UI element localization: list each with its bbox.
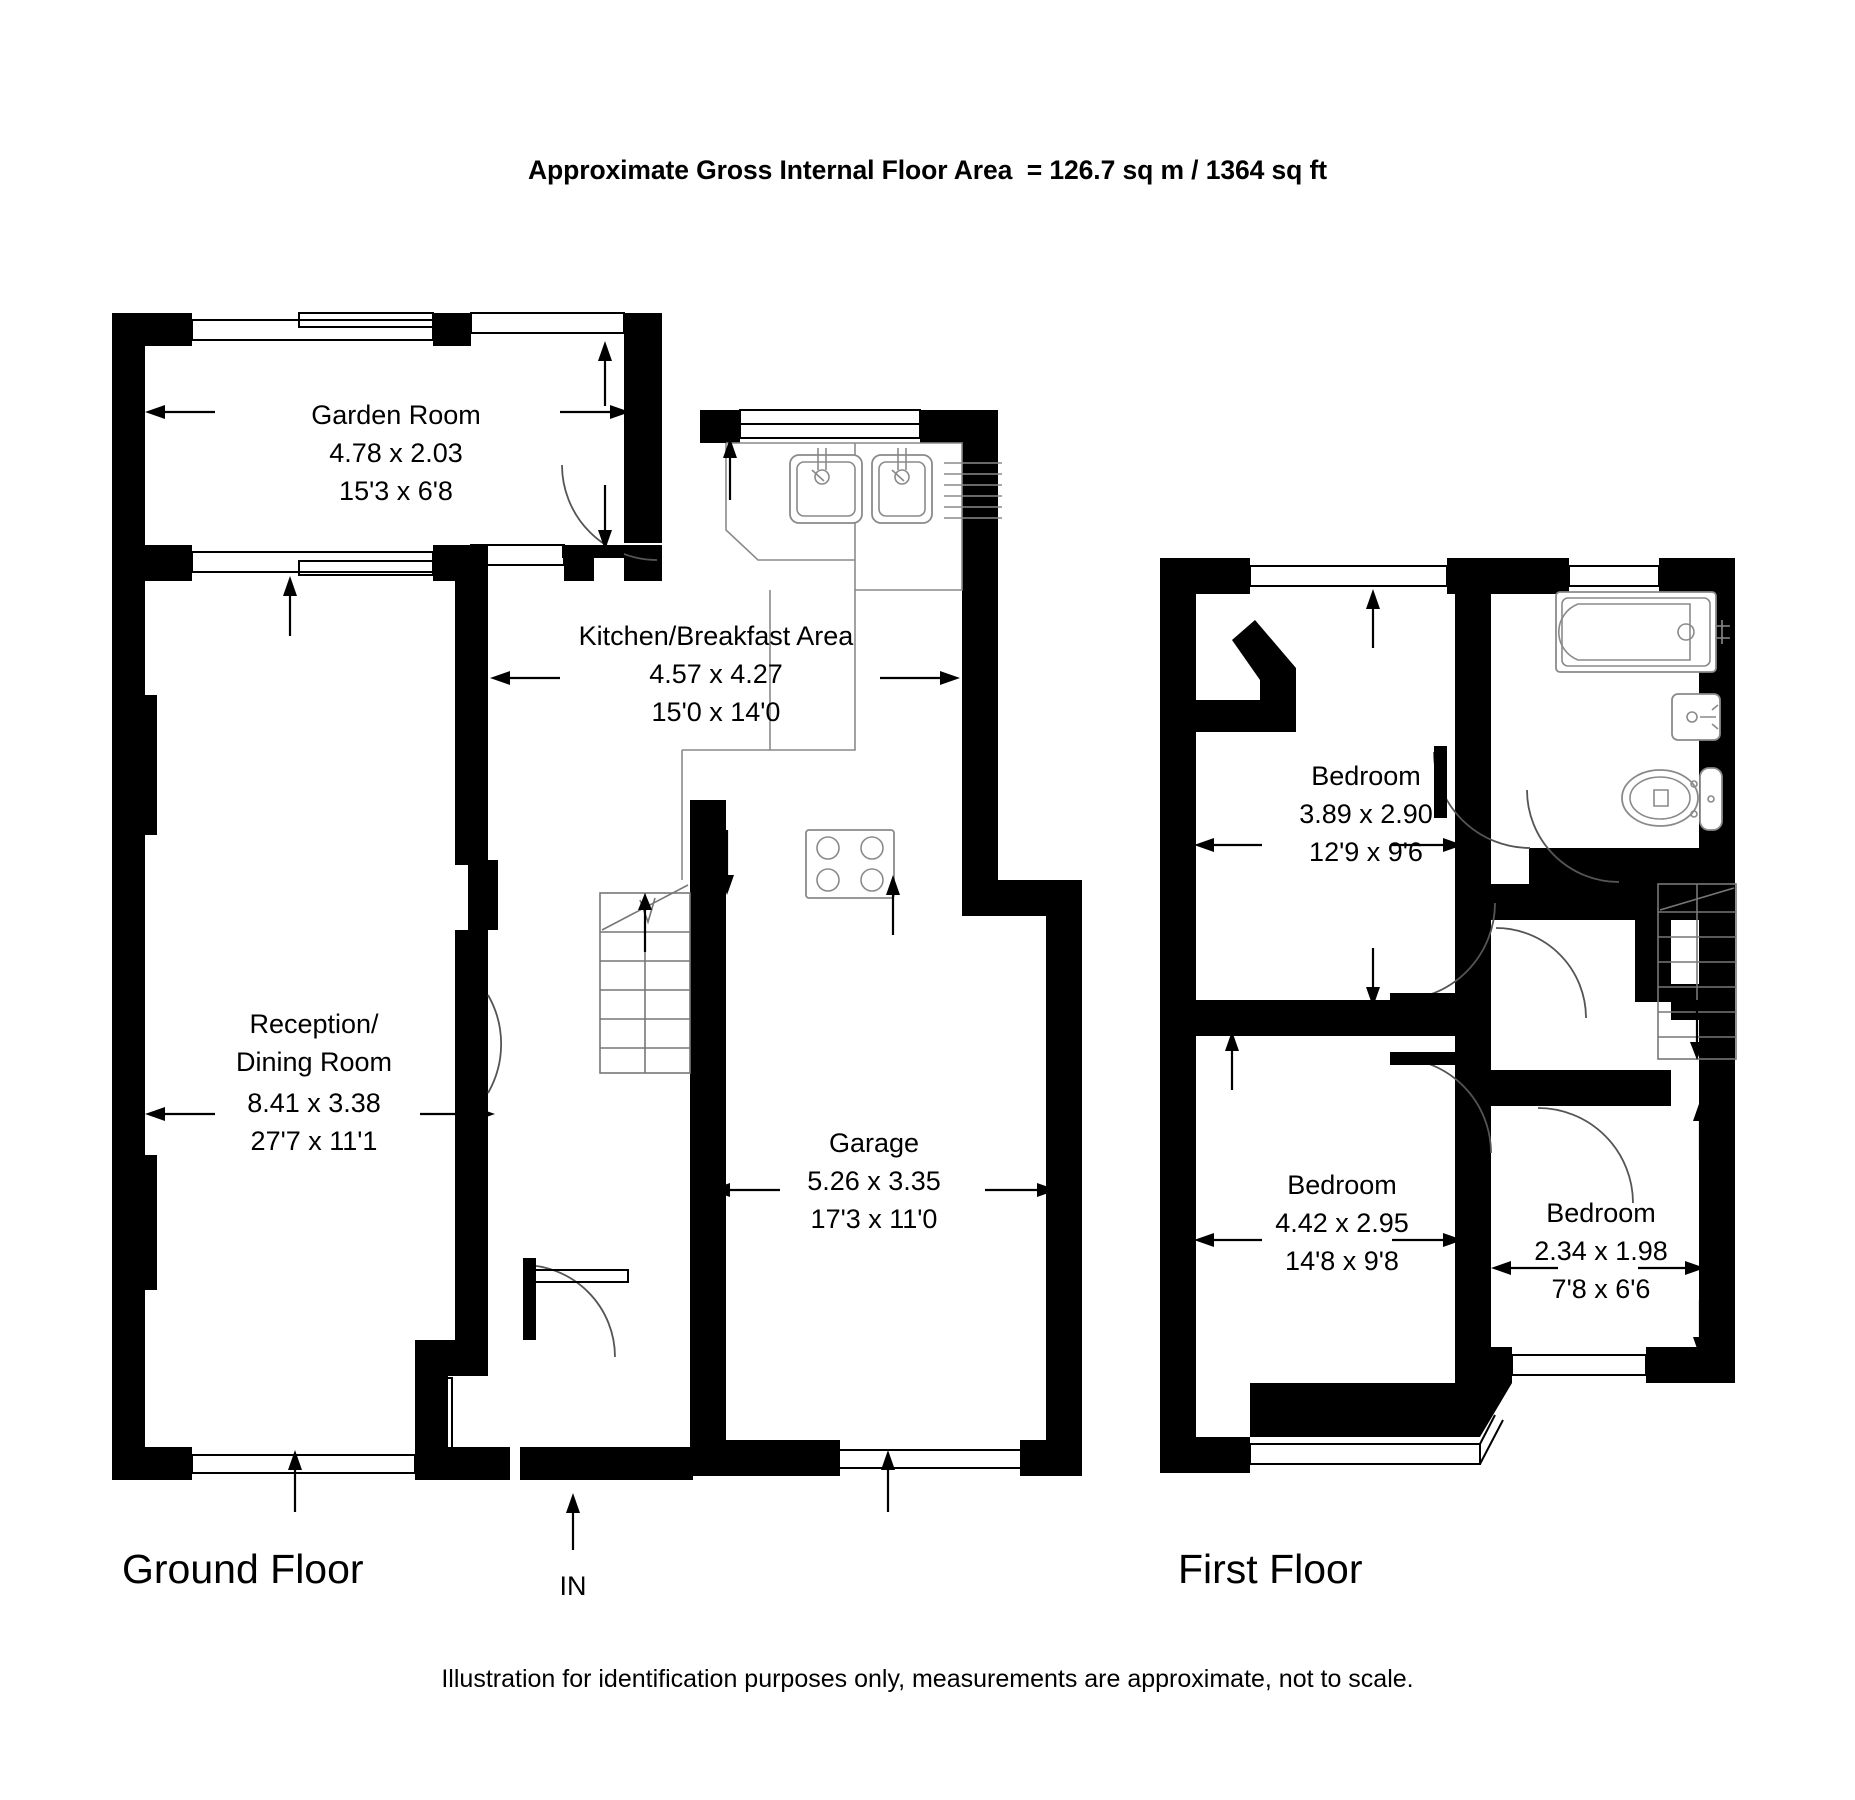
room-imperial: 15'3 x 6'8 xyxy=(339,476,453,506)
room-metric: 3.89 x 2.90 xyxy=(1299,799,1433,829)
bedroom-1-label: Bedroom 3.89 x 2.90 12'9 x 9'6 xyxy=(1299,761,1433,867)
disclaimer-footer: Illustration for identification purposes… xyxy=(0,1665,1855,1694)
ground-floor-walls xyxy=(112,312,1082,1480)
ground-dimension-arrows xyxy=(145,341,1057,1512)
room-imperial: 14'8 x 9'8 xyxy=(1285,1246,1399,1276)
cooker-hob-icon xyxy=(805,829,895,899)
floor-area-header: Approximate Gross Internal Floor Area = … xyxy=(0,155,1855,186)
bedroom-2-label: Bedroom 4.42 x 2.95 14'8 x 9'8 xyxy=(1275,1170,1409,1276)
kitchen-counter xyxy=(681,442,963,880)
room-name: Kitchen/Breakfast Area xyxy=(579,621,855,651)
garden-room-label: Garden Room 4.78 x 2.03 15'3 x 6'8 xyxy=(311,400,481,506)
first-floor-walls xyxy=(1160,558,1735,1473)
ground-staircase-icon xyxy=(599,884,691,1074)
room-metric: 4.78 x 2.03 xyxy=(329,438,463,468)
room-name: Bedroom xyxy=(1311,761,1421,791)
ground-floor-plan: Garden Room 4.78 x 2.03 15'3 x 6'8 Kitch… xyxy=(112,312,1082,1601)
kitchen-breakfast-area-label: Kitchen/Breakfast Area 4.57 x 4.27 15'0 … xyxy=(579,621,855,727)
sink-drainer-icon xyxy=(944,462,1002,519)
room-metric: 4.57 x 4.27 xyxy=(649,659,783,689)
first-floor-doors xyxy=(1390,746,1634,1204)
toilet-icon xyxy=(1621,767,1723,831)
room-name: Garden Room xyxy=(311,400,481,430)
garage-label: Garage 5.26 x 3.35 17'3 x 11'0 xyxy=(807,1128,941,1234)
room-metric: 4.42 x 2.95 xyxy=(1275,1208,1409,1238)
room-name-line2: Dining Room xyxy=(236,1047,392,1077)
room-name: Garage xyxy=(829,1128,919,1158)
ground-floor-caption: Ground Floor xyxy=(122,1546,364,1592)
reception-dining-room-label: Reception/ Dining Room 8.41 x 3.38 27'7 … xyxy=(236,1009,392,1156)
first-floor-plan: Bedroom 3.89 x 2.90 12'9 x 9'6 Bedroom 4… xyxy=(1160,558,1737,1473)
first-floor-caption: First Floor xyxy=(1178,1546,1363,1592)
first-dimension-arrows xyxy=(1194,589,1707,1357)
bathtub-icon xyxy=(1555,591,1730,673)
disclaimer-text: Illustration for identification purposes… xyxy=(441,1665,1414,1693)
wash-basin-icon xyxy=(1671,693,1721,741)
room-imperial: 7'8 x 6'6 xyxy=(1552,1274,1651,1304)
page-title: Approximate Gross Internal Floor Area = … xyxy=(528,155,1327,185)
room-imperial: 15'0 x 14'0 xyxy=(652,697,781,727)
entrance-label: IN xyxy=(560,1571,587,1601)
first-staircase-icon xyxy=(1657,883,1737,1060)
room-name-line1: Reception/ xyxy=(249,1009,379,1039)
room-metric: 2.34 x 1.98 xyxy=(1534,1236,1668,1266)
entrance-marker: IN xyxy=(560,1493,587,1601)
bedroom-3-label: Bedroom 2.34 x 1.98 7'8 x 6'6 xyxy=(1534,1198,1668,1304)
ground-floor-doors xyxy=(487,464,658,1358)
up-arrow-icon xyxy=(566,1493,580,1550)
room-name: Bedroom xyxy=(1287,1170,1397,1200)
room-imperial: 17'3 x 11'0 xyxy=(811,1204,938,1234)
room-imperial: 27'7 x 11'1 xyxy=(251,1126,378,1156)
room-imperial: 12'9 x 9'6 xyxy=(1309,837,1423,867)
room-metric: 8.41 x 3.38 xyxy=(247,1088,381,1118)
room-metric: 5.26 x 3.35 xyxy=(807,1166,941,1196)
room-name: Bedroom xyxy=(1546,1198,1656,1228)
double-sink-icon xyxy=(789,448,1002,524)
